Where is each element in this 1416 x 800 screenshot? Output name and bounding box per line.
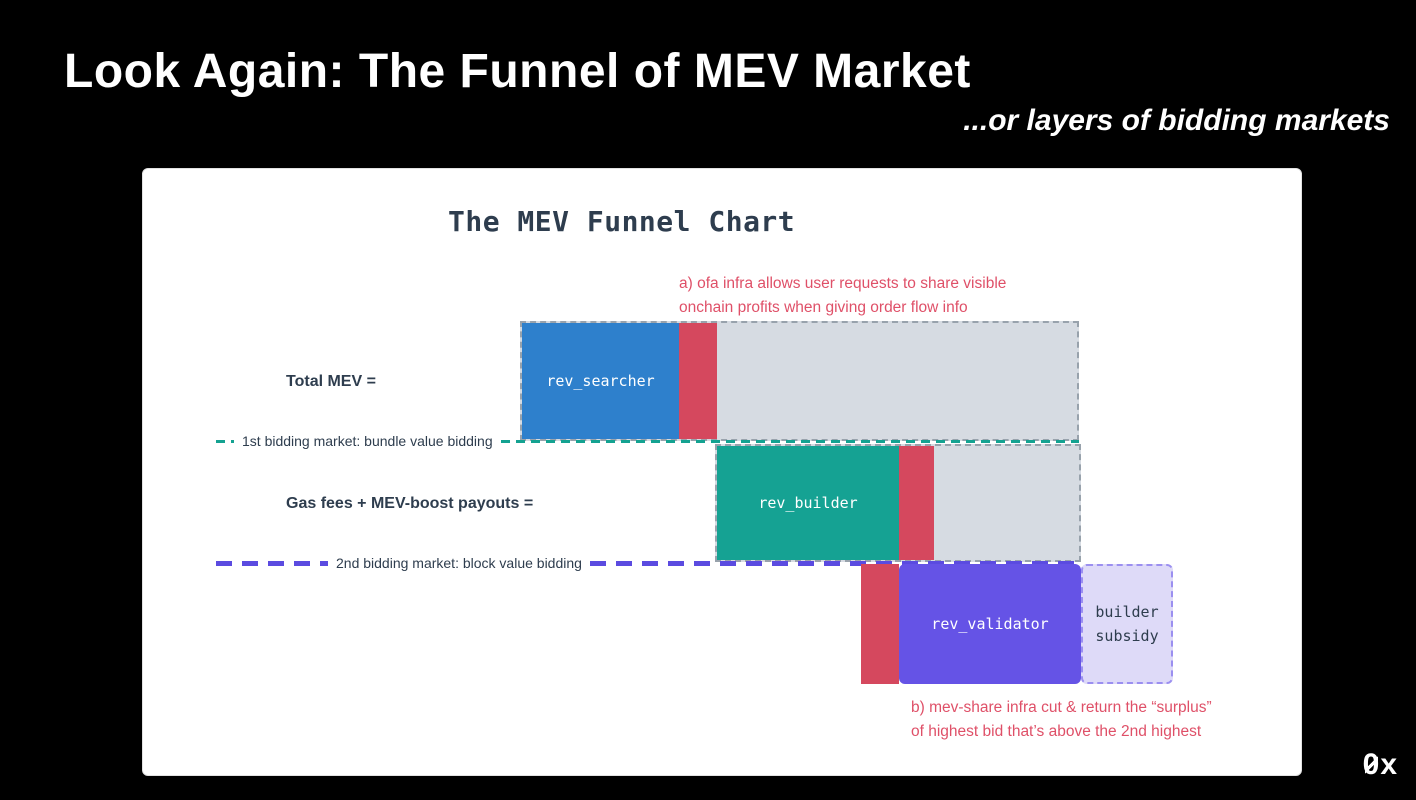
mev-share-cut-segment-2 [899, 446, 934, 560]
mev-share-cut-segment-3 [861, 564, 899, 684]
rev-searcher-segment: rev_searcher [522, 323, 679, 439]
annotation-ofa-infra: a) ofa infra allows user requests to sha… [679, 272, 1006, 320]
divider-second-bidding-market: 2nd bidding market: block value bidding [216, 553, 1081, 573]
zerox-logo-x: x [1380, 748, 1398, 781]
mev-share-cut-segment-1 [679, 323, 717, 439]
annotation-ofa-line2: onchain profits when giving order flow i… [679, 299, 968, 316]
gas-fees-label: Gas fees + MEV-boost payouts = [286, 495, 534, 512]
annotation-mev-share-line2: of highest bid that’s above the 2nd high… [911, 723, 1202, 740]
zerox-logo-zero: 0 [1362, 748, 1381, 781]
chart-title: The MEV Funnel Chart [448, 205, 796, 238]
purple-dash-lead [216, 560, 328, 566]
funnel-bar-gas-fees: rev_builder [715, 444, 1081, 562]
builder-subsidy-segment: builder subsidy [1081, 564, 1173, 684]
teal-dash-line [500, 439, 1079, 443]
chart-panel: The MEV Funnel Chart a) ofa infra allows… [142, 168, 1302, 776]
funnel-bar-validator: rev_validator builder subsidy [861, 564, 1173, 684]
divider-first-bidding-market: 1st bidding market: bundle value bidding [216, 431, 1079, 451]
slide-subtitle: ...or layers of bidding markets [963, 104, 1390, 137]
second-bidding-market-label: 2nd bidding market: block value bidding [336, 555, 582, 571]
page-title: Look Again: The Funnel of MEV Market [64, 45, 971, 98]
zerox-logo: 0x [1363, 748, 1398, 782]
rev-validator-segment: rev_validator [899, 564, 1081, 684]
annotation-ofa-line1: a) ofa infra allows user requests to sha… [679, 275, 1007, 292]
rev-builder-segment: rev_builder [717, 446, 899, 560]
total-mev-label: Total MEV = [286, 373, 376, 390]
teal-dash-lead [216, 439, 234, 443]
annotation-mev-share: b) mev-share infra cut & return the “sur… [911, 696, 1212, 744]
annotation-mev-share-line1: b) mev-share infra cut & return the “sur… [911, 699, 1212, 716]
first-bidding-market-label: 1st bidding market: bundle value bidding [242, 433, 493, 449]
purple-dash-line [589, 560, 1081, 566]
funnel-bar-total-mev: rev_searcher [520, 321, 1079, 441]
